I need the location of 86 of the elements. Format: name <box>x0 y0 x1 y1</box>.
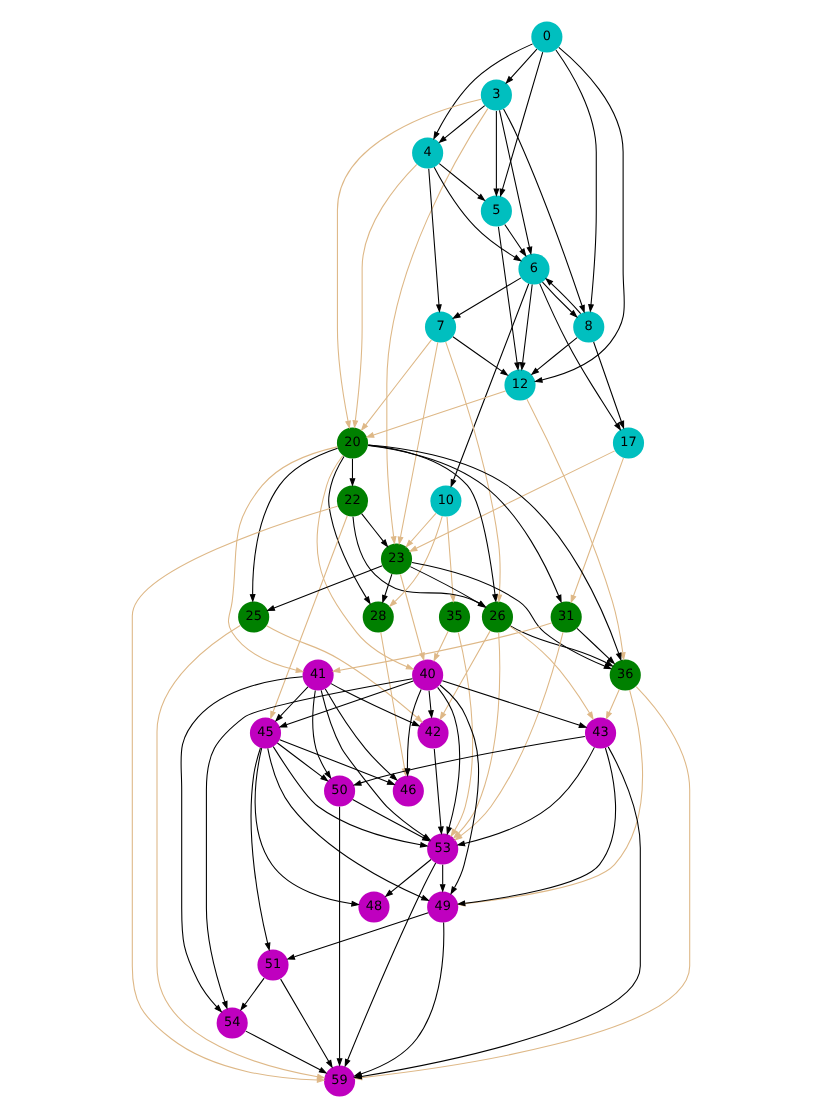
arrow <box>250 747 271 952</box>
arrow <box>274 686 309 722</box>
arrow <box>433 166 523 262</box>
arrow <box>245 1030 328 1074</box>
arrow <box>499 51 544 198</box>
arrow <box>433 630 449 662</box>
arrow <box>352 516 487 608</box>
arrow <box>388 515 443 608</box>
arrow <box>276 742 329 782</box>
arrow <box>497 226 521 371</box>
arrow <box>411 561 613 670</box>
arrow <box>352 735 586 786</box>
arrow <box>456 689 644 907</box>
arrow <box>437 686 461 836</box>
arrow <box>576 627 616 665</box>
arrow <box>509 625 614 667</box>
arrow <box>249 447 339 603</box>
arrow <box>456 746 595 847</box>
arrow <box>539 283 622 432</box>
arrow <box>505 48 538 85</box>
arrow <box>509 625 594 721</box>
arrow <box>330 683 421 727</box>
arrow <box>397 341 439 546</box>
arrow <box>336 806 343 1067</box>
arrow <box>445 341 503 604</box>
arrow <box>570 457 625 604</box>
arrow <box>427 690 434 719</box>
arrow <box>205 678 413 1010</box>
arrow <box>361 513 389 548</box>
arrow <box>266 565 383 611</box>
arrow <box>439 630 491 721</box>
arrow <box>280 978 333 1069</box>
arrow <box>344 862 437 1068</box>
arrow <box>382 573 393 604</box>
arrow <box>530 337 578 376</box>
arrow <box>499 109 533 256</box>
arrow <box>324 688 398 782</box>
arrow <box>404 688 422 777</box>
arrow <box>266 625 424 723</box>
arrow <box>352 163 418 429</box>
arrow <box>526 398 626 661</box>
arrow <box>331 622 552 674</box>
arrow <box>360 339 432 432</box>
arrow <box>399 573 425 662</box>
arrow <box>349 458 356 487</box>
arrow <box>428 168 442 313</box>
arrow <box>270 515 348 720</box>
arrow <box>439 864 446 893</box>
arrow <box>450 283 530 488</box>
arrow <box>227 446 338 673</box>
arrow <box>272 746 429 848</box>
arrow <box>180 676 304 1013</box>
arrow <box>438 163 486 202</box>
arrow <box>441 680 588 728</box>
arrow <box>433 43 534 140</box>
arrow <box>278 680 414 728</box>
arrow <box>408 450 616 552</box>
arrow <box>405 512 437 548</box>
arrow <box>240 977 265 1012</box>
arrow <box>367 444 622 662</box>
arrow <box>286 912 429 960</box>
arrow <box>456 747 617 907</box>
arrow <box>353 922 445 1077</box>
arrow <box>279 739 396 785</box>
arrow <box>452 277 522 320</box>
arrow <box>312 689 332 780</box>
arrow <box>365 390 506 438</box>
arrow <box>384 859 432 898</box>
arrow <box>593 341 625 430</box>
arrow <box>439 684 480 895</box>
arrow <box>605 689 620 720</box>
arrow <box>519 283 533 371</box>
arrow <box>336 98 482 430</box>
arrow <box>503 108 585 314</box>
arrow <box>452 336 509 377</box>
arrow <box>433 748 444 835</box>
arrow <box>555 49 597 313</box>
arrow <box>493 110 500 198</box>
arrow <box>367 445 562 604</box>
arrow <box>156 625 326 1080</box>
arrow <box>504 223 527 257</box>
arrow <box>409 566 487 608</box>
arrow <box>533 46 625 383</box>
arrow <box>438 105 486 144</box>
arrow <box>386 108 489 545</box>
arrow <box>446 516 456 603</box>
